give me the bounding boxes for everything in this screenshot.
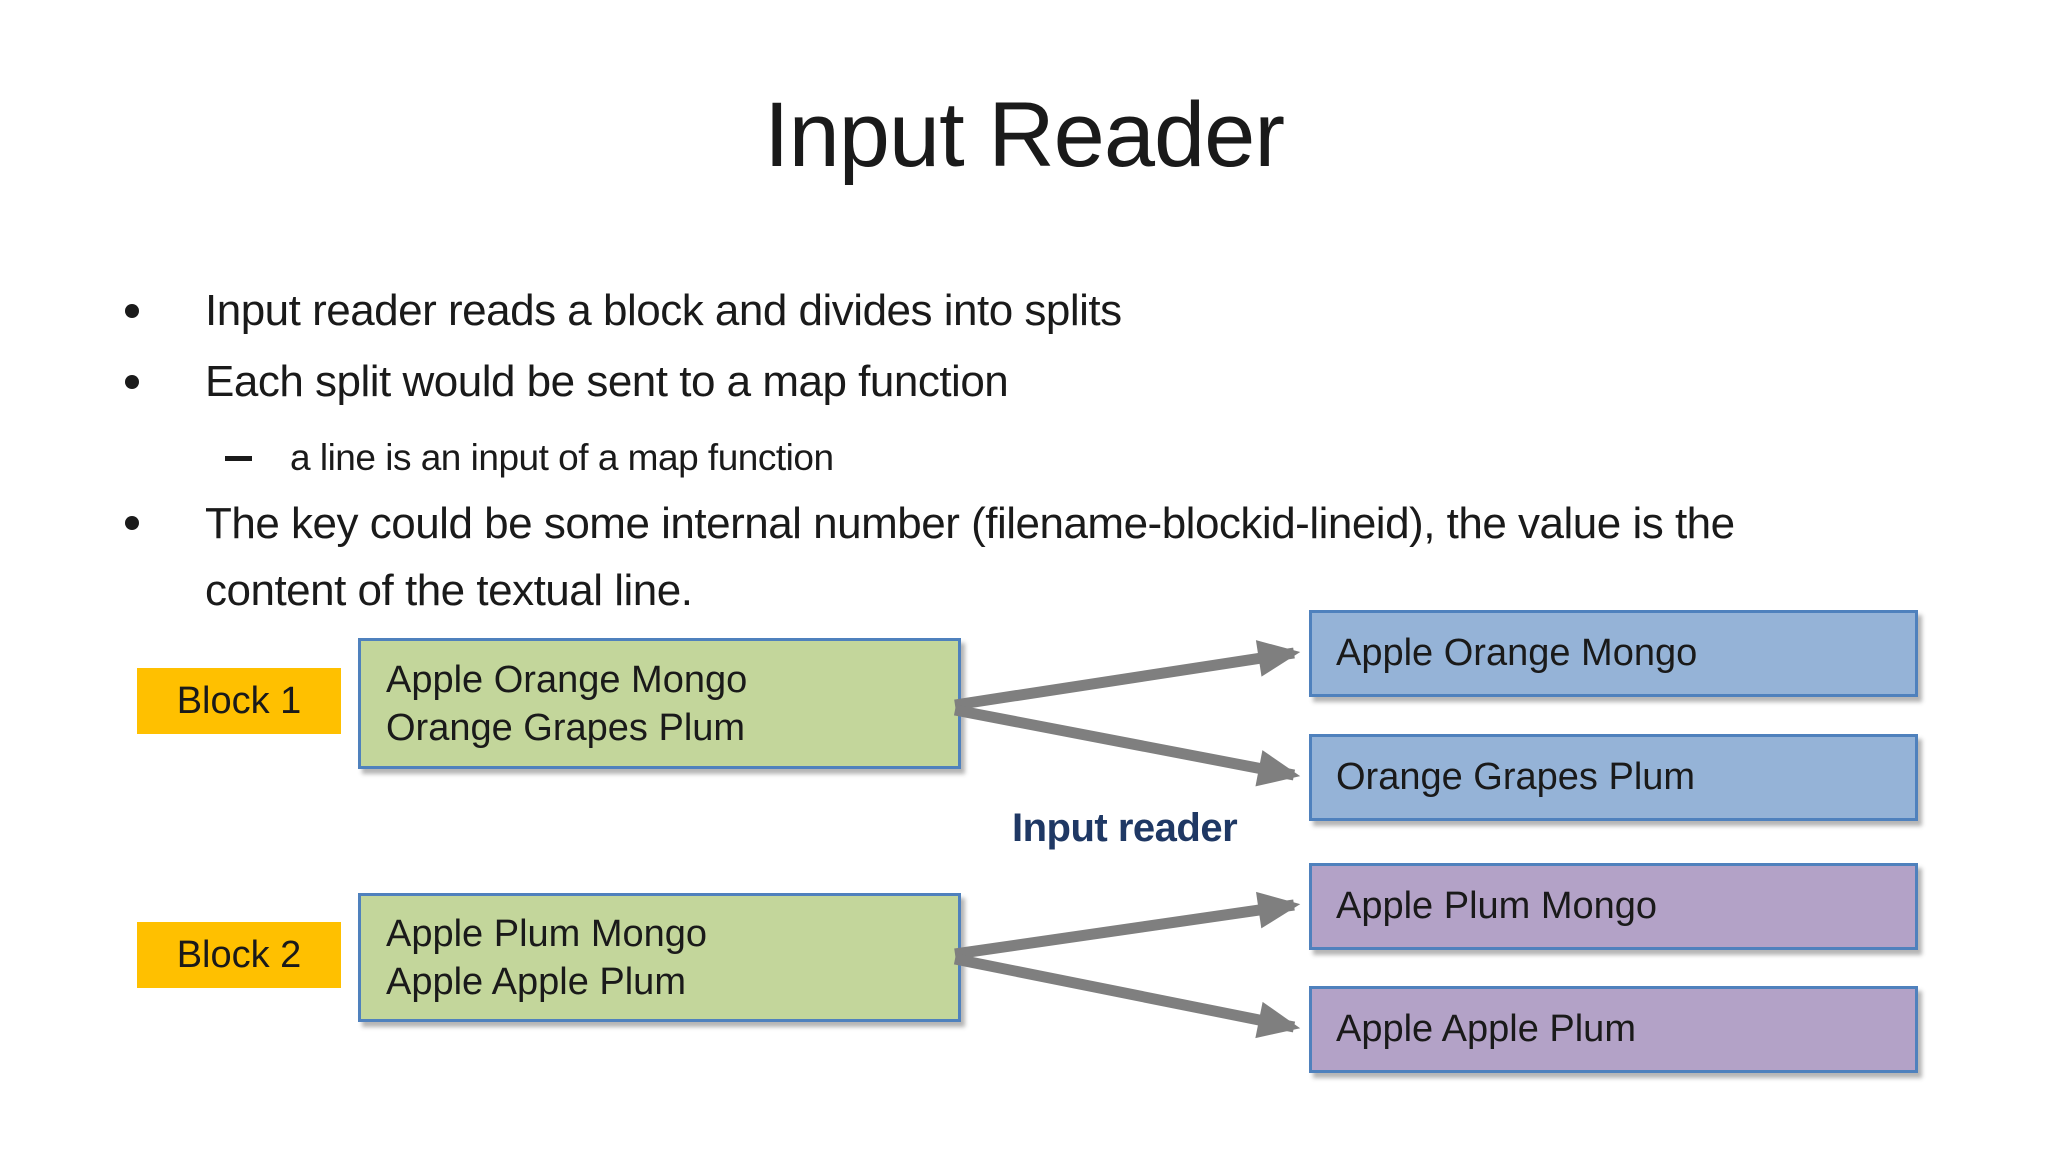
- block2-source-line: Apple Plum Mongo: [386, 912, 708, 955]
- bullet-dot-icon: [125, 304, 139, 318]
- bullet-text-multiline: The key could be some internal number (f…: [205, 490, 1735, 624]
- arrow-block1-split2: [953, 704, 1301, 787]
- bullet-text: Each split would be sent to a map functi…: [205, 357, 1009, 406]
- bullet-item: Input reader reads a block and divides i…: [118, 278, 1988, 344]
- bullet-item: The key could be some internal number (f…: [118, 490, 1988, 624]
- slide-title: Input Reader: [764, 84, 1285, 186]
- arrow-block2-split2: [953, 953, 1301, 1039]
- block1-label: Block 1: [137, 668, 341, 734]
- block1-source-line: Apple Orange Mongo: [386, 658, 748, 701]
- bullet-dot-icon: [125, 375, 139, 389]
- block1-split1-box: Apple Orange Mongo: [1309, 610, 1918, 697]
- bullet-item: Each split would be sent to a map functi…: [118, 349, 1988, 415]
- bullet-text-line: content of the textual line.: [205, 566, 693, 615]
- input-reader-label: Input reader: [1012, 806, 1238, 850]
- arrow-block2-split1: [954, 891, 1301, 960]
- bullet-text: Input reader reads a block and divides i…: [205, 286, 1122, 335]
- arrow-block1-split1: [954, 640, 1301, 711]
- bullet-text-line: The key could be some internal number (f…: [205, 499, 1735, 548]
- bullet-dot-icon: [125, 516, 139, 530]
- sub-bullet-text: a line is an input of a map function: [290, 437, 834, 478]
- block2-source-box: Apple Plum Mongo Apple Apple Plum: [358, 893, 961, 1022]
- block1-source-line: Orange Grapes Plum: [386, 706, 746, 749]
- block2-label: Block 2: [137, 922, 341, 988]
- block2-split2-box: Apple Apple Plum: [1309, 986, 1918, 1073]
- block2-split1-box: Apple Plum Mongo: [1309, 863, 1918, 950]
- block2-source-line: Apple Apple Plum: [386, 960, 686, 1003]
- block1-source-box: Apple Orange Mongo Orange Grapes Plum: [358, 638, 961, 769]
- sub-bullet-item: a line is an input of a map function: [225, 429, 834, 487]
- sub-bullet-dash-icon: [225, 456, 252, 461]
- block1-split2-box: Orange Grapes Plum: [1309, 734, 1918, 821]
